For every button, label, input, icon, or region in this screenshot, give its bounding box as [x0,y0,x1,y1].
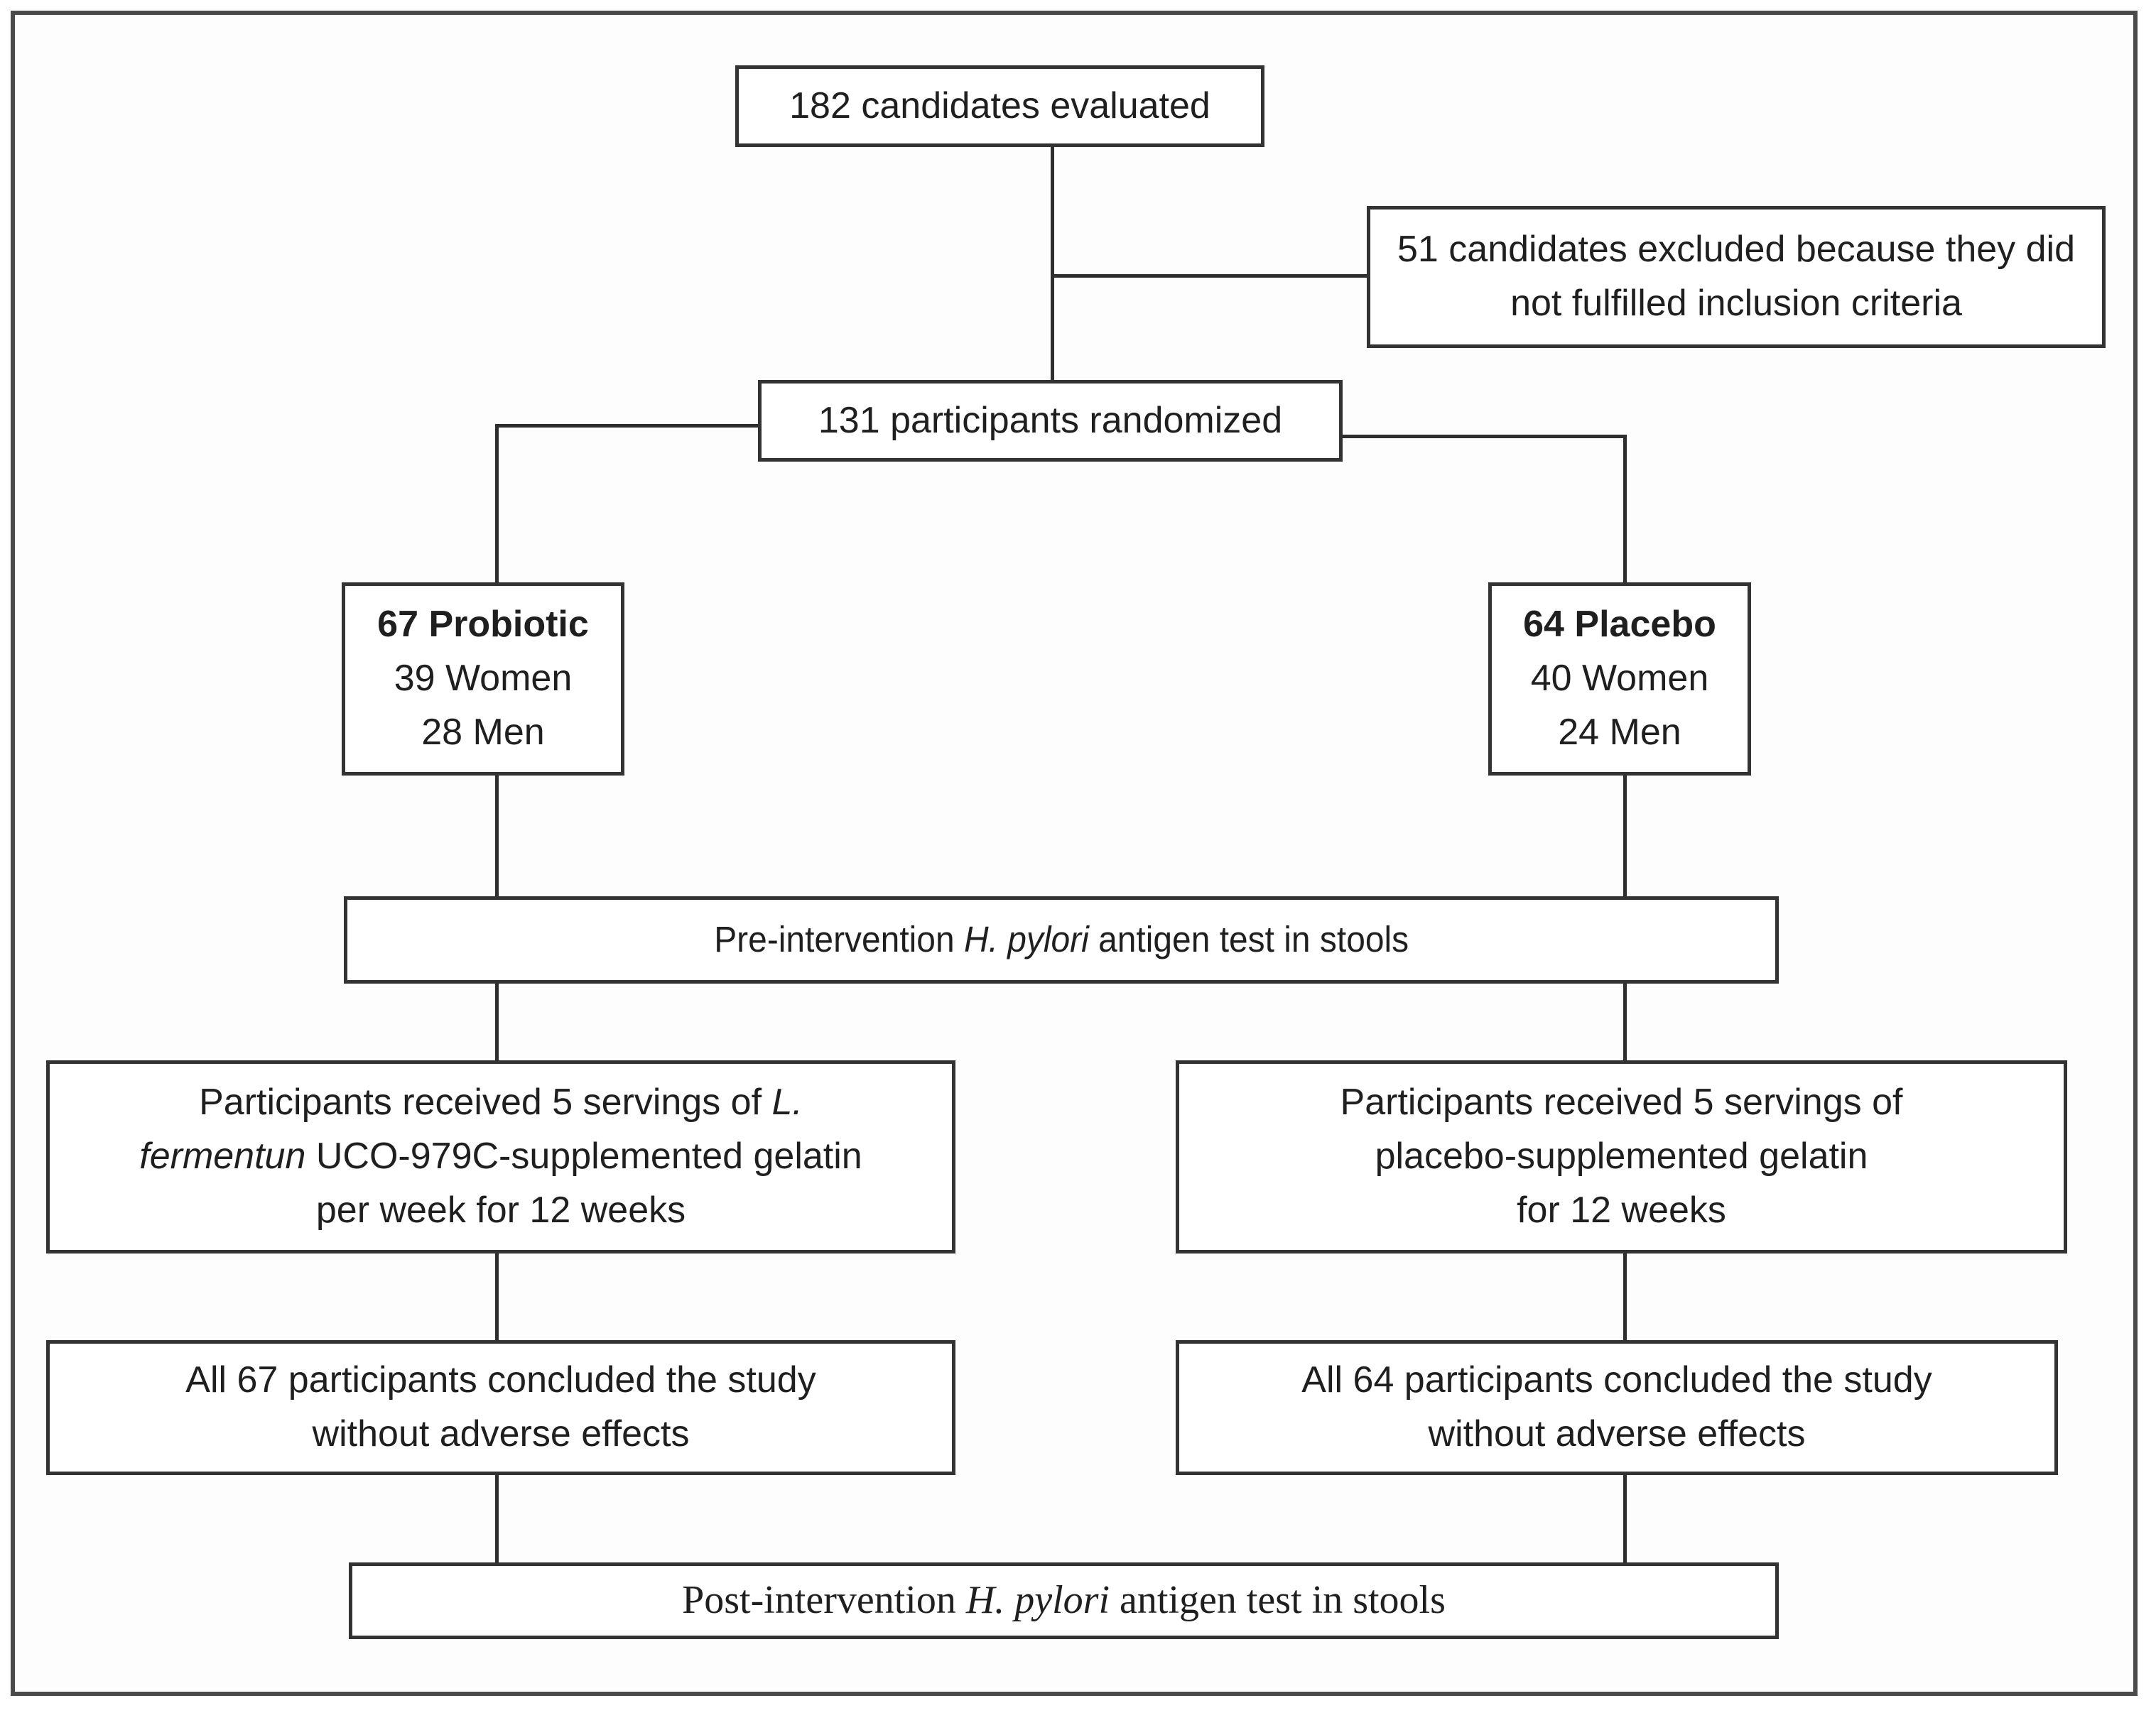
probiotic-treatment-line1-text: Participants received 5 servings of [199,1082,772,1124]
connector-placebo-to-pretest [1623,776,1627,896]
pre-intervention-test-text: Pre-intervention H. pylori antigen test … [714,913,1409,966]
placebo-treatment-line1: Participants received 5 servings of [1340,1082,1903,1124]
placebo-concluded-box: All 64 participants concluded the study … [1176,1340,2058,1475]
post-test-suffix: antigen test in stools [1110,1578,1446,1623]
probiotic-concluded-line2: without adverse effects [312,1413,690,1454]
pre-test-prefix: Pre-intervention [714,919,964,960]
evaluated-box: 182 candidates evaluated [735,65,1264,147]
probiotic-treatment-box: Participants received 5 servings of L. f… [46,1060,955,1254]
placebo-concluded-line1: All 64 participants concluded the study [1301,1359,1932,1401]
placebo-group-title: 64 Placebo [1523,604,1716,646]
connector-to-excluded [1051,274,1367,278]
placebo-treatment-line3: for 12 weeks [1517,1189,1726,1231]
pre-intervention-test-box: Pre-intervention H. pylori antigen test … [344,896,1779,984]
pre-test-organism: H. pylori [963,919,1089,960]
placebo-treatment-line2: placebo-supplemented gelatin [1375,1136,1868,1178]
probiotic-treatment-line1: Participants received 5 servings of L. [199,1076,803,1130]
post-test-organism: H. pylori [965,1578,1110,1623]
connector-pretest-to-left-treatment [495,984,499,1060]
connector-right-concluded-to-posttest [1623,1475,1627,1562]
post-test-prefix: Post-intervention [682,1578,966,1623]
probiotic-treatment-line3: per week for 12 weeks [315,1189,686,1231]
placebo-group-men: 24 Men [1558,711,1681,753]
probiotic-treatment-line2-italic: fermentun [139,1136,306,1178]
evaluated-text: 182 candidates evaluated [789,85,1210,126]
probiotic-treatment-line2-text: UCO-979C-supplemented gelatin [305,1136,862,1178]
probiotic-group-women: 39 Women [394,658,573,700]
probiotic-concluded-box: All 67 participants concluded the study … [46,1340,955,1475]
probiotic-group-men: 28 Men [421,711,545,753]
probiotic-treatment-line1-italic: L. [771,1082,803,1124]
probiotic-group-box: 67 Probiotic 39 Women 28 Men [342,582,624,776]
connector-randomized-to-probiotic [495,424,499,582]
connector-left-concluded-to-posttest [495,1475,499,1562]
randomized-box: 131 participants randomized [758,380,1343,462]
placebo-treatment-box: Participants received 5 servings of plac… [1176,1060,2067,1254]
placebo-group-women: 40 Women [1530,658,1709,700]
connector-left-treatment-to-concluded [495,1254,499,1340]
probiotic-treatment-line2: fermentun UCO-979C-supplemented gelatin [139,1130,862,1184]
probiotic-group-title: 67 Probiotic [377,604,589,646]
randomized-text: 131 participants randomized [818,399,1283,441]
connector-probiotic-to-pretest [495,776,499,896]
placebo-group-box: 64 Placebo 40 Women 24 Men [1488,582,1751,776]
connector-right-treatment-to-concluded [1623,1254,1627,1340]
connector-randomized-left-elbow [495,424,760,428]
post-intervention-test-text: Post-intervention H. pylori antigen test… [682,1572,1446,1630]
excluded-text: 51 candidates excluded because they did … [1397,229,2076,324]
connector-pretest-to-right-treatment [1623,984,1627,1060]
connector-evaluated-to-randomized [1051,147,1054,380]
placebo-concluded-line2: without adverse effects [1428,1413,1806,1454]
connector-randomized-to-placebo [1623,435,1627,582]
post-intervention-test-box: Post-intervention H. pylori antigen test… [349,1562,1779,1639]
connector-randomized-right-elbow [1341,435,1625,438]
probiotic-concluded-line1: All 67 participants concluded the study [185,1359,816,1401]
excluded-box: 51 candidates excluded because they did … [1367,206,2106,348]
pre-test-suffix: antigen test in stools [1088,919,1409,960]
